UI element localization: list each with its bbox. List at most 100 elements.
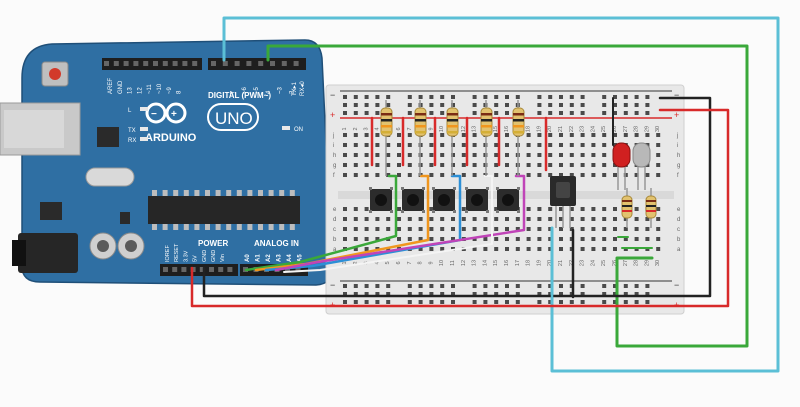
column-label: 18 (526, 126, 532, 132)
wire-orange-button[interactable] (254, 174, 430, 272)
column-label: 19 (536, 126, 542, 132)
rx-led (140, 137, 148, 141)
digital-header-right (208, 58, 306, 70)
push-button[interactable] (496, 187, 520, 213)
digital-pin-label: 4 (266, 90, 272, 94)
column-label: 16 (504, 260, 510, 266)
row-label: i (677, 143, 678, 149)
row-label: f (677, 173, 679, 179)
analog-pin-label: A5 (298, 254, 304, 262)
resistor[interactable] (512, 100, 525, 176)
resistors (380, 100, 525, 176)
usb-connector-inner (4, 110, 64, 148)
push-button[interactable] (369, 187, 393, 213)
uno-label: UNO (215, 109, 253, 128)
svg-text:−: − (151, 109, 157, 120)
rail-minus-bottom-right: − (674, 280, 679, 290)
row-label: c (677, 227, 680, 233)
power-pin-label: GND (202, 250, 208, 262)
led-resistor-2[interactable] (645, 188, 657, 228)
column-label: 30 (655, 126, 661, 132)
row-label: i (333, 143, 334, 149)
column-label: 19 (536, 260, 542, 266)
column-label: 25 (601, 126, 607, 132)
wire-black-rail[interactable] (202, 96, 712, 298)
usb-chip (97, 127, 119, 147)
wire-red-rail[interactable] (190, 108, 730, 308)
column-label: 27 (623, 126, 629, 132)
led-resistor-1[interactable] (621, 188, 633, 228)
arduino-logo: − + (145, 102, 187, 124)
column-label: 24 (590, 126, 596, 132)
analog-in-label: ANALOG IN (254, 239, 299, 248)
column-label: 6 (396, 127, 402, 130)
column-label: 26 (612, 126, 618, 132)
rx-pin-label: RX◂0 (300, 81, 306, 96)
column-label: 15 (493, 260, 499, 266)
column-label: 27 (623, 260, 629, 266)
resistor[interactable] (380, 100, 393, 176)
digital-label: DIGITAL (PWM~) (208, 91, 271, 100)
on-led (282, 126, 290, 130)
capacitor-2-top (125, 240, 137, 252)
column-label: 26 (612, 260, 618, 266)
svg-text:+: + (171, 109, 177, 120)
wire-green-button[interactable] (244, 174, 398, 272)
tx-led-label: TX (128, 128, 136, 134)
push-button[interactable] (401, 187, 425, 213)
row-label: g (333, 163, 336, 169)
temperature-sensor[interactable] (550, 176, 576, 228)
power-jack-opening (12, 240, 26, 266)
resistor[interactable] (480, 100, 493, 176)
column-label: 12 (461, 126, 467, 132)
column-label: 25 (601, 260, 607, 266)
column-label: 7 (407, 261, 413, 264)
power-pin-label: 3.3V (183, 250, 189, 262)
power-pin-label: GND (211, 250, 217, 262)
column-label: 7 (407, 127, 413, 130)
wire-green[interactable] (266, 44, 749, 348)
wire-white-button[interactable] (283, 175, 493, 273)
digital-pin-label: 13 (128, 87, 134, 94)
led-white[interactable] (632, 142, 651, 190)
rail-plus-top-right: + (674, 110, 679, 120)
tx-led (140, 127, 148, 131)
row-label: h (333, 153, 336, 159)
column-label: 15 (493, 126, 499, 132)
column-label: 4 (374, 127, 380, 130)
column-label: 28 (634, 260, 640, 266)
column-label: 10 (439, 126, 445, 132)
uno-badge (207, 103, 259, 131)
digital-pin-label: ~3 (278, 86, 284, 94)
digital-pin-label: 7 (230, 90, 236, 94)
column-label: 29 (644, 126, 650, 132)
led-red[interactable] (612, 142, 631, 190)
digital-pin-label: ~11 (147, 84, 153, 94)
column-label: 17 (515, 260, 521, 266)
wire-cyan[interactable] (222, 16, 780, 373)
power-header (160, 264, 238, 276)
resistor[interactable] (446, 100, 459, 176)
arduino-uno-board: − + ARDUINO UNO DIGITAL (PWM~) L TX RX O… (0, 39, 333, 286)
digital-pin-label: ~5 (254, 86, 260, 94)
digital-pin-label: 12 (137, 87, 143, 94)
push-button[interactable] (432, 187, 456, 213)
column-label: 4 (374, 261, 380, 264)
row-label: b (677, 237, 681, 243)
row-label: j (332, 133, 334, 139)
atmega-chip (148, 196, 300, 224)
rail-minus-top-right: − (674, 90, 679, 100)
row-label: f (333, 173, 335, 179)
wire-purple-button[interactable] (274, 174, 526, 272)
column-label: 21 (558, 260, 564, 266)
analog-pin-label: A3 (277, 254, 283, 262)
row-label: g (677, 163, 680, 169)
push-button[interactable] (465, 187, 489, 213)
resistor[interactable] (414, 100, 427, 176)
power-pin-label: 5V (193, 255, 199, 262)
column-label: 2 (353, 127, 359, 130)
chip-pins (152, 190, 295, 230)
power-label: POWER (198, 239, 228, 248)
